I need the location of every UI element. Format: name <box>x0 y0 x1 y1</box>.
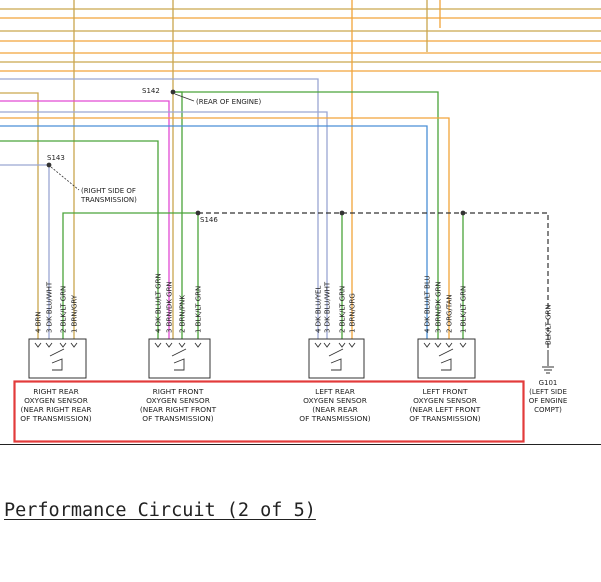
sensor-name-line: LEFT FRONT <box>422 387 468 396</box>
connector-pin <box>34 342 42 348</box>
label-layer: S142 (REAR OF ENGINE) S143 (RIGHT SIDE OFTR… <box>20 87 567 423</box>
splice-dot-lf <box>460 210 466 216</box>
connector-pin <box>59 342 67 348</box>
wire-rr-brn <box>0 92 39 350</box>
connector-pin <box>45 342 53 348</box>
ground-note-line: COMPT) <box>534 406 562 414</box>
wire-rf-brn-pnk <box>0 100 170 350</box>
connector-pin <box>338 342 346 348</box>
sensor-name-line: (NEAR RIGHT FRONT <box>140 405 217 414</box>
connector-layer <box>28 338 554 379</box>
s142-leader <box>174 93 195 102</box>
sensor-name-line: OF TRANSMISSION) <box>299 414 371 423</box>
s143-note-line: (RIGHT SIDE OF <box>81 187 136 195</box>
s143-leader <box>50 166 80 191</box>
wire-lf-org-tan <box>0 117 450 350</box>
s146-label: S146 <box>200 216 218 224</box>
pin-label: 2 ORG/TAN <box>446 294 454 333</box>
sensor-name-line: LEFT REAR <box>315 387 355 396</box>
wire-rf-dkblu-ltgrn <box>0 140 159 350</box>
sensor-element-symbol <box>438 348 454 371</box>
wire-lr-dkblu-yel <box>0 78 319 350</box>
pin-label: 2 BLK/LT GRN <box>339 286 347 333</box>
pin-label: 2 BRN/PNK <box>179 295 187 333</box>
wire-lr-dkblu-wht <box>0 111 328 350</box>
wire-s142-rf <box>173 91 183 350</box>
connector-pin <box>178 342 186 348</box>
sensor-name-line: OXYGEN SENSOR <box>303 396 367 405</box>
connector-pin <box>154 342 162 348</box>
shield-drain-line <box>198 212 549 350</box>
page-caption: Performance Circuit (2 of 5) <box>4 500 316 521</box>
splice-layer <box>46 89 466 216</box>
pin-label: 3 DK BLU/WHT <box>46 281 54 333</box>
splice-dot-s143 <box>46 162 52 168</box>
sensor-element-symbol <box>49 348 65 371</box>
sensor-name-line: OF TRANSMISSION) <box>142 414 214 423</box>
sensor-name-line: (NEAR REAR <box>312 405 358 414</box>
ground-symbol <box>542 350 554 374</box>
s143-label: S143 <box>47 154 65 162</box>
splice-dot-lr <box>339 210 345 216</box>
connector-pin <box>314 342 322 348</box>
pin-label: 2 BLK/LT GRN <box>60 286 68 333</box>
wire-s146-branch <box>62 212 199 350</box>
connector-pin <box>423 342 431 348</box>
pin-label: 4 DK BLU/LT GRN <box>155 273 163 333</box>
pin-label: 1 BLK/LT GRN <box>460 286 468 333</box>
sensor-element-symbol <box>328 348 344 371</box>
connector-pin <box>445 342 453 348</box>
splice-dot-s146 <box>195 210 201 216</box>
ground-wire-label: BLK/LT GRN <box>545 304 553 345</box>
pin-label: 3 BRN/DK GRN <box>435 281 443 333</box>
sensor-name-line: (NEAR LEFT FRONT <box>410 405 481 414</box>
connector-pin <box>348 342 356 348</box>
sensor-name-line: (NEAR RIGHT REAR <box>20 405 91 414</box>
connector-pin <box>323 342 331 348</box>
sensor-name-line: RIGHT FRONT <box>153 387 204 396</box>
sensor-name-line: OXYGEN SENSOR <box>24 396 88 405</box>
ground-id-label: G101 <box>539 379 558 387</box>
splice-dot-s142 <box>170 89 176 95</box>
connector-housing <box>308 338 365 379</box>
ground-note-line: (LEFT SIDE <box>529 388 567 396</box>
connector-housing <box>28 338 87 379</box>
connector-pin <box>459 342 467 348</box>
pin-label: 4 BRN <box>35 311 43 333</box>
sensor-element-symbol <box>171 348 187 371</box>
pin-label: 1 BRN/ORG <box>349 293 357 333</box>
sensor-name-line: OF TRANSMISSION) <box>20 414 92 423</box>
sensor-highlight-box <box>13 380 525 443</box>
connector-housing <box>148 338 211 379</box>
s143-note-line: TRANSMISSION) <box>80 196 137 204</box>
connector-housing <box>417 338 476 379</box>
pin-label: 1 BLK/LT GRN <box>195 286 203 333</box>
connector-pin <box>70 342 78 348</box>
s142-note: (REAR OF ENGINE) <box>196 98 261 106</box>
shield-drain-path <box>198 212 549 350</box>
pin-label: 3 BRN/DK GRN <box>166 281 174 333</box>
connector-pin <box>434 342 442 348</box>
wire-lf-dkblu-ltblu <box>0 125 428 350</box>
connector-pin <box>165 342 173 348</box>
pin-label: 3 DK BLU/WHT <box>324 281 332 333</box>
pin-label: 1 BRN/GRY <box>71 294 79 333</box>
sensor-name-line: OXYGEN SENSOR <box>146 396 210 405</box>
connector-pin <box>194 342 202 348</box>
sensor-name-line: OXYGEN SENSOR <box>413 396 477 405</box>
wire-layer <box>0 0 601 350</box>
sensor-name-line: RIGHT REAR <box>33 387 78 396</box>
pin-label: 4 DK BLU/YEL <box>315 286 323 333</box>
ground-note-line: OF ENGINE <box>529 397 568 405</box>
pin-label: 4 DK BLU/LT BLU <box>424 275 432 333</box>
sensor-name-line: OF TRANSMISSION) <box>409 414 481 423</box>
s142-label: S142 <box>142 87 160 95</box>
